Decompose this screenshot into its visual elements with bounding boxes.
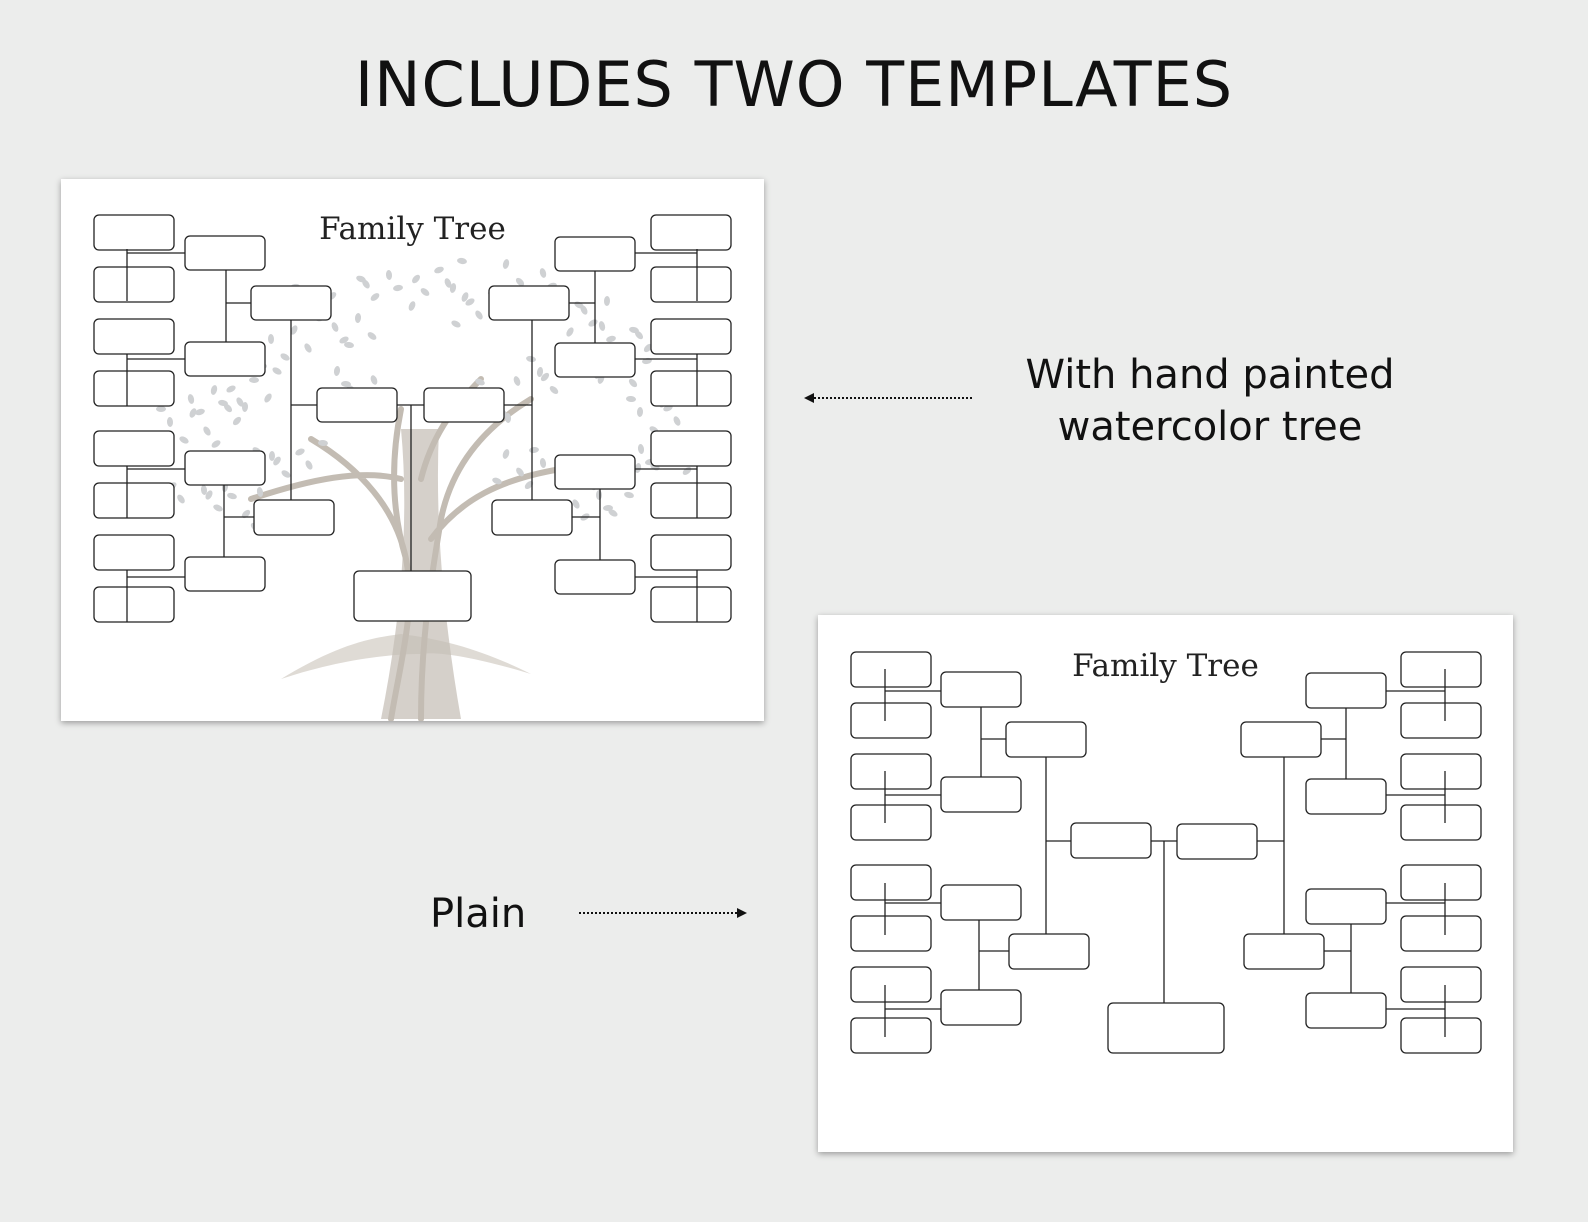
name-box [850, 753, 932, 790]
watercolor-template-preview: Family Tree [61, 179, 764, 721]
name-box [1240, 721, 1322, 758]
name-box [650, 370, 732, 407]
name-box [93, 482, 175, 519]
name-box [650, 534, 732, 571]
caption-line: With hand painted [1025, 352, 1395, 398]
name-box [1400, 864, 1482, 901]
name-box [184, 450, 266, 486]
name-box [650, 266, 732, 303]
name-box [184, 556, 266, 592]
name-box [253, 499, 335, 536]
name-box [650, 586, 732, 623]
name-box [850, 651, 932, 688]
name-box [650, 430, 732, 467]
name-box [650, 318, 732, 355]
name-box [1400, 1017, 1482, 1054]
name-box [850, 966, 932, 1003]
template-title: Family Tree [1072, 648, 1259, 684]
name-box [93, 266, 175, 303]
name-box [554, 342, 636, 378]
name-box [1305, 778, 1387, 815]
name-box [650, 482, 732, 519]
name-box [940, 989, 1022, 1026]
name-box [316, 387, 398, 423]
plain-tree-chart [850, 651, 1482, 1054]
name-box [940, 884, 1022, 921]
name-box [93, 370, 175, 407]
name-box [1400, 651, 1482, 688]
name-box [1400, 702, 1482, 739]
name-box [93, 534, 175, 571]
name-box [650, 214, 732, 251]
name-box [850, 915, 932, 952]
name-box [1005, 721, 1087, 758]
name-box [423, 387, 505, 423]
caption-line: watercolor tree [1057, 404, 1363, 450]
name-box [1243, 933, 1325, 970]
name-box [1008, 933, 1090, 970]
name-box [1305, 888, 1387, 925]
name-box [940, 776, 1022, 813]
name-box [250, 285, 332, 321]
name-box [1070, 822, 1152, 859]
name-box [184, 341, 266, 377]
plain-caption: Plain [430, 891, 527, 937]
name-box [93, 214, 175, 251]
name-box [93, 318, 175, 355]
name-box [93, 430, 175, 467]
name-box [353, 570, 472, 622]
name-box [1176, 823, 1258, 860]
name-box [491, 499, 573, 536]
name-box [1400, 915, 1482, 952]
name-box [850, 864, 932, 901]
name-box [554, 559, 636, 595]
name-box [850, 1017, 932, 1054]
name-box [850, 702, 932, 739]
name-box [850, 804, 932, 841]
name-box [1107, 1002, 1225, 1054]
right-arrow-icon [579, 908, 747, 918]
watercolor-caption: With hand painted watercolor tree [1010, 349, 1410, 453]
left-arrow-icon [804, 393, 974, 403]
watercolor-tree-chart [93, 214, 732, 721]
name-box [1305, 992, 1387, 1029]
template-title: Family Tree [319, 211, 506, 247]
name-box [554, 454, 636, 490]
name-box [1400, 804, 1482, 841]
plain-template-preview: Family Tree [818, 615, 1513, 1152]
name-box [1400, 753, 1482, 790]
name-box [488, 285, 570, 321]
headline: INCLUDES TWO TEMPLATES [354, 48, 1234, 121]
name-box [93, 586, 175, 623]
name-box [1400, 966, 1482, 1003]
